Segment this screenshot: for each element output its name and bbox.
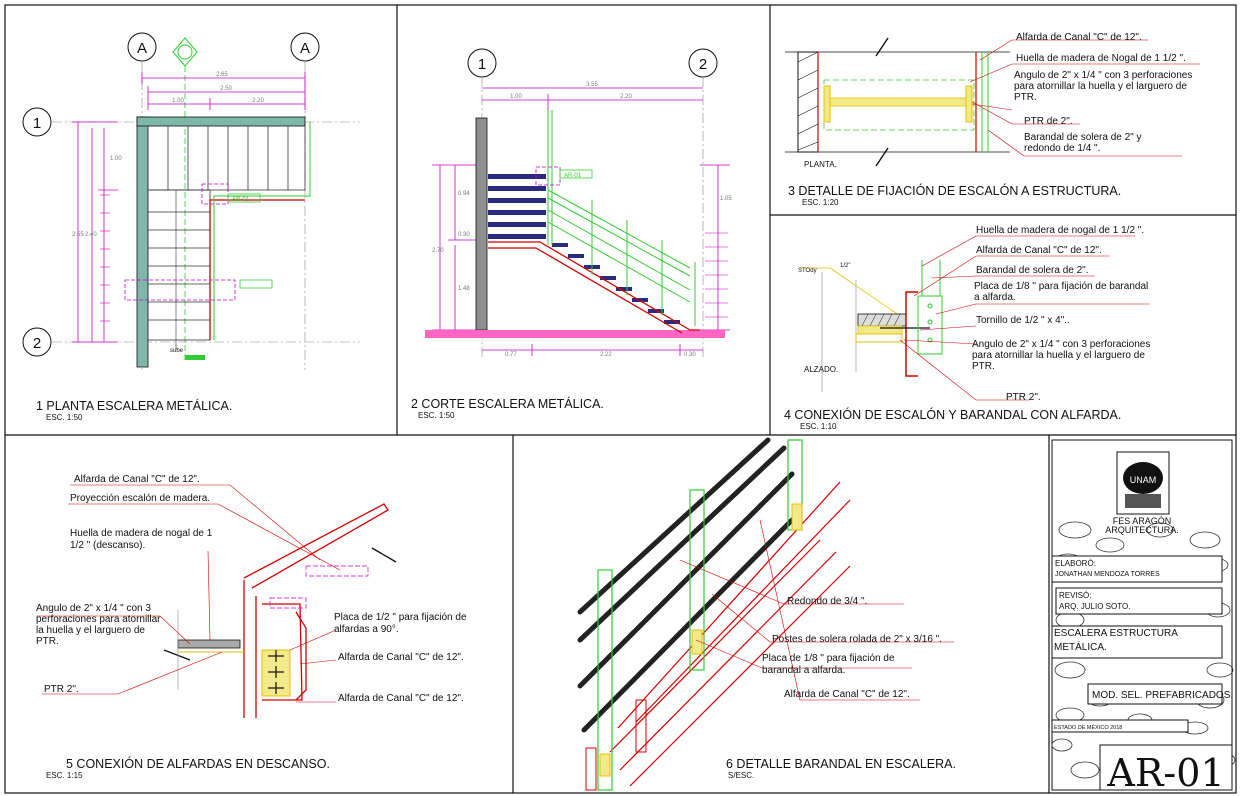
svg-text:3.55: 3.55: [586, 82, 598, 88]
svg-text:FES ARAGÓN: FES ARAGÓN: [1113, 516, 1172, 526]
svg-text:1.00: 1.00: [110, 156, 122, 162]
svg-text:0.30: 0.30: [684, 352, 696, 358]
plan-scale: ESC. 1:50: [46, 413, 83, 422]
svg-text:ARQUITECTURA.: ARQUITECTURA.: [1105, 525, 1179, 535]
svg-text:PTR 2".: PTR 2".: [1006, 392, 1041, 403]
detail-5-title: 5 CONEXIÓN DE ALFARDAS EN DESCANSO.: [66, 756, 330, 771]
unam-logo: UNAM: [1116, 451, 1170, 515]
svg-text:2.70: 2.70: [432, 248, 444, 254]
detail-4-title: 4 CONEXIÓN DE ESCALÓN Y BARANDAL CON ALF…: [784, 407, 1121, 422]
grid-bubble-2: 2: [22, 327, 52, 357]
svg-text:Alfarda de Canal "C" de 12".: Alfarda de Canal "C" de 12".: [74, 474, 200, 485]
svg-text:2: 2: [699, 56, 707, 73]
svg-text:PTR de 2".: PTR de 2".: [1024, 116, 1073, 127]
detail-5-scale: ESC. 1:15: [46, 771, 83, 780]
svg-text:PTR 2".: PTR 2".: [44, 684, 79, 695]
svg-text:Alfarda de Canal "C" de 12".: Alfarda de Canal "C" de 12".: [1016, 32, 1142, 43]
svg-text:Redondo de 3/4 ".: Redondo de 3/4 ".: [787, 596, 867, 607]
svg-text:2.65: 2.65: [216, 72, 228, 78]
section-detail-tag: AR-01: [559, 169, 593, 179]
grid-bubble-2-section: 2: [688, 48, 718, 78]
svg-text:0.77: 0.77: [505, 352, 517, 358]
detail-6-title: 6 DETALLE BARANDAL EN ESCALERA.: [726, 757, 956, 771]
detail-3-title: 3 DETALLE DE FIJACIÓN DE ESCALÓN A ESTRU…: [788, 183, 1121, 198]
plan-title: 1 PLANTA ESCALERA METÁLICA.: [36, 398, 232, 413]
svg-text:PLANTA.: PLANTA.: [804, 160, 837, 169]
svg-text:Huella de madera de nogal de 1: Huella de madera de nogal de 1 1/2 ".: [976, 225, 1144, 236]
plan-detail-tag: AR-01: [227, 193, 273, 289]
svg-text:ELABORÓ:: ELABORÓ:: [1055, 559, 1096, 568]
detail-3-drawing: Alfarda de Canal "C" de 12". Huella de m…: [785, 32, 1200, 207]
grid-bubble-1: 1: [22, 107, 52, 137]
plan-wall: [136, 116, 306, 368]
svg-text:Proyección escalón de madera.: Proyección escalón de madera.: [70, 493, 210, 504]
detail-4-scale: ESC. 1:10: [800, 422, 837, 431]
svg-text:Alfarda de Canal "C" de 12".: Alfarda de Canal "C" de 12".: [784, 689, 910, 700]
svg-text:UNAM: UNAM: [1130, 475, 1157, 485]
svg-text:2.22: 2.22: [600, 352, 612, 358]
detail-5-drawing: Alfarda de Canal "C" de 12". Proyección …: [36, 474, 467, 780]
svg-text:1.05: 1.05: [720, 196, 732, 202]
detail-6-drawing: Redondo de 3/4 ". Postes de solera rolad…: [577, 437, 956, 791]
svg-text:1.00: 1.00: [510, 94, 522, 100]
svg-text:Huella de madera de Nogal de 1: Huella de madera de Nogal de 1 1/2 ".: [1016, 53, 1186, 64]
grid-bubble-a-right: A: [290, 32, 320, 62]
section-marker-icon: [172, 37, 198, 360]
svg-text:Barandal de solera de 2".: Barandal de solera de 2".: [976, 265, 1089, 276]
svg-text:1.48: 1.48: [458, 286, 470, 292]
svg-text:AR-01: AR-01: [232, 197, 250, 203]
svg-text:0.30: 0.30: [458, 232, 470, 238]
svg-text:A: A: [300, 40, 310, 57]
svg-text:2: 2: [33, 335, 41, 352]
svg-text:Alfarda de Canal "C" de 12".: Alfarda de Canal "C" de 12".: [338, 652, 464, 663]
detail-6-scale: S/ESC.: [728, 771, 754, 780]
svg-text:1: 1: [33, 115, 41, 132]
section-title: 2 CORTE ESCALERA METÁLICA.: [411, 396, 604, 411]
svg-text:2.20: 2.20: [620, 94, 632, 100]
section-drawing: 1 2: [411, 48, 732, 420]
svg-text:JONATHAN MENDOZA TORRES: JONATHAN MENDOZA TORRES: [1055, 571, 1160, 578]
sheet-number: AR-01: [1106, 751, 1224, 795]
svg-text:Postes de solera rolada de 2": Postes de solera rolada de 2" x 3/16 ".: [772, 634, 942, 645]
svg-text:2.20: 2.20: [252, 98, 264, 104]
sheet-frame: [4, 4, 1237, 794]
svg-text:2.50: 2.50: [220, 86, 232, 92]
svg-text:AR-01: AR-01: [564, 173, 582, 179]
svg-text:ARQ. JULIO SOTO.: ARQ. JULIO SOTO.: [1059, 602, 1130, 611]
svg-text:1: 1: [478, 56, 486, 73]
svg-text:2.40: 2.40: [85, 232, 97, 238]
svg-text:Tornillo de 1/2 " x 4"..: Tornillo de 1/2 " x 4"..: [976, 315, 1070, 326]
section-floor: [425, 330, 725, 338]
svg-text:1.00: 1.00: [172, 98, 184, 104]
svg-text:STOdy: STOdy: [798, 268, 817, 274]
grid-bubble-a-left: A: [127, 32, 157, 62]
svg-text:Alfarda de Canal "C" de 12".: Alfarda de Canal "C" de 12".: [976, 245, 1102, 256]
svg-text:ESTADO DE MÉXICO 2018: ESTADO DE MÉXICO 2018: [1054, 724, 1122, 731]
svg-text:sube: sube: [170, 348, 184, 354]
svg-text:2.55: 2.55: [72, 232, 84, 238]
svg-text:0.94: 0.94: [458, 191, 470, 197]
section-wall: [475, 117, 488, 331]
svg-text:Alfarda de Canal "C" de 12".: Alfarda de Canal "C" de 12".: [338, 693, 464, 704]
title-block: UNAM FES ARAGÓN ARQUITECTURA. ELABORÓ: J…: [1051, 439, 1236, 795]
detail-3-scale: ESC. 1:20: [802, 198, 839, 207]
svg-text:ALZADO.: ALZADO.: [804, 365, 838, 374]
section-scale: ESC. 1:50: [418, 411, 455, 420]
svg-text:MOD. SEL. PREFABRICADOS.: MOD. SEL. PREFABRICADOS.: [1092, 690, 1233, 701]
detail-4-drawing: STOdy 1/2": [784, 225, 1150, 431]
svg-text:REVISÓ:: REVISÓ:: [1059, 591, 1091, 600]
plan-drawing: A A 1 2: [22, 32, 360, 422]
svg-text:1/2": 1/2": [840, 263, 850, 269]
svg-text:A: A: [137, 40, 147, 57]
grid-bubble-1-section: 1: [467, 48, 497, 78]
